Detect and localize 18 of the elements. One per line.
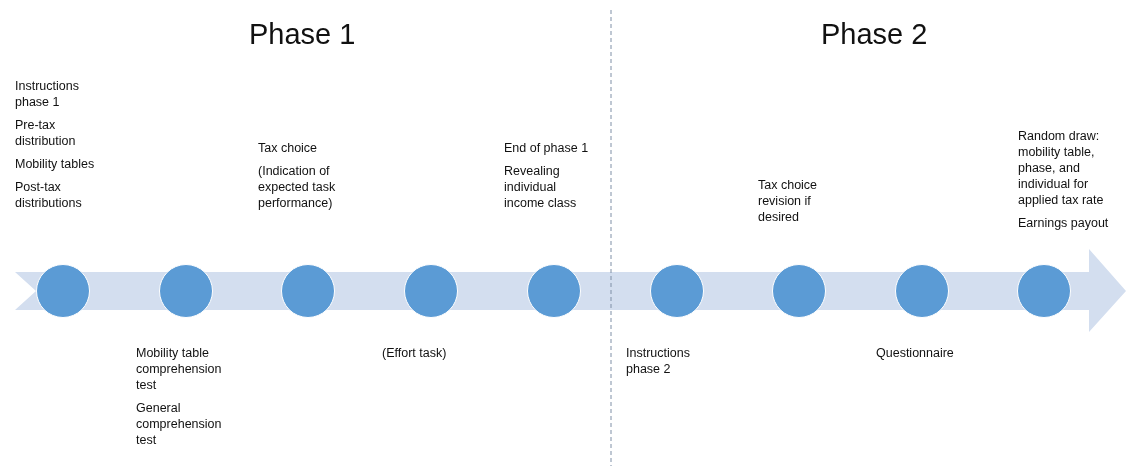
step-text: Tax choice <box>258 140 319 156</box>
step-text: Mobility table comprehension test <box>136 345 223 393</box>
step-text: (Effort task) <box>382 345 448 361</box>
step-text: Revealing individual income class <box>504 163 578 211</box>
phase-heading: Phase 1 <box>249 18 356 51</box>
step-text: (Indication of expected task performance) <box>258 163 337 211</box>
step-text: Earnings payout <box>1018 215 1110 231</box>
step-text: Pre-tax distribution <box>15 117 77 149</box>
step-text: Instructions phase 1 <box>15 78 80 110</box>
step-text: Instructions phase 2 <box>626 345 691 377</box>
step-text: General comprehension test <box>136 400 223 448</box>
step-text: Mobility tables <box>15 156 96 172</box>
step-text: Tax choice revision if desired <box>758 177 819 225</box>
step-text: End of phase 1 <box>504 140 590 156</box>
phase-heading: Phase 2 <box>821 18 928 51</box>
step-text: Post-tax distributions <box>15 179 83 211</box>
step-text: Questionnaire <box>876 345 955 361</box>
step-text: Random draw: mobility table, phase, and individual for applied tax rate <box>1018 128 1105 208</box>
